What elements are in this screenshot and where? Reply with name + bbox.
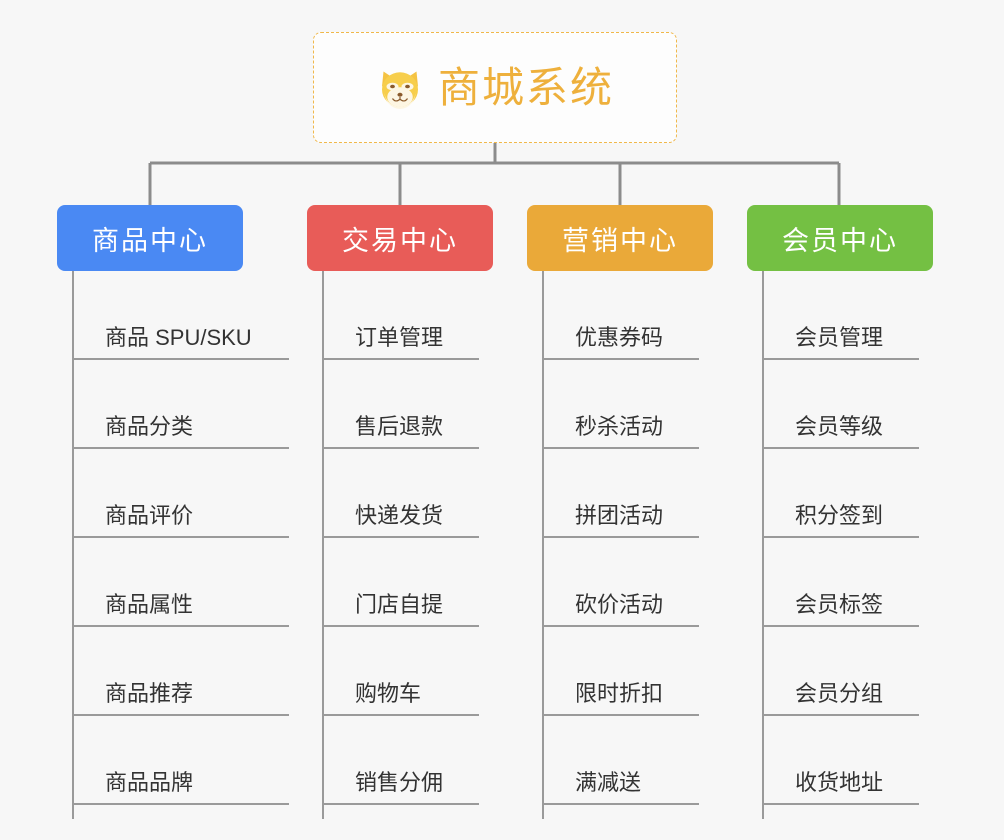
leaf-label: 商品品牌 bbox=[105, 770, 194, 795]
leaf-label: 商品属性 bbox=[105, 592, 194, 617]
branch-trunk-4 bbox=[762, 271, 764, 819]
branch-column-marketing-center: 营销中心 优惠券码 秒杀活动 拼团活动 砍价活动 限时折扣 满减送 bbox=[527, 205, 713, 805]
branch-column-member-center: 会员中心 会员管理 会员等级 积分签到 会员标签 会员分组 收货地址 bbox=[747, 205, 933, 805]
leaf-list-member-center: 会员管理 会员等级 积分签到 会员标签 会员分组 收货地址 bbox=[762, 271, 919, 805]
leaf-item[interactable]: 商品 SPU/SKU bbox=[72, 271, 289, 360]
leaf-item[interactable]: 商品品牌 bbox=[72, 716, 289, 805]
leaf-label: 会员等级 bbox=[795, 414, 884, 439]
branch-header-member-center[interactable]: 会员中心 bbox=[747, 205, 933, 271]
leaf-label: 售后退款 bbox=[355, 414, 444, 439]
leaf-label: 积分签到 bbox=[795, 503, 884, 528]
leaf-label: 商品推荐 bbox=[105, 681, 194, 706]
leaf-label: 销售分佣 bbox=[355, 770, 444, 795]
leaf-item[interactable]: 销售分佣 bbox=[322, 716, 479, 805]
leaf-label: 快递发货 bbox=[355, 503, 444, 528]
leaf-label: 商品 SPU/SKU bbox=[105, 325, 252, 350]
leaf-item[interactable]: 商品推荐 bbox=[72, 627, 289, 716]
branch-header-product-center[interactable]: 商品中心 bbox=[57, 205, 243, 271]
leaf-label: 购物车 bbox=[355, 681, 422, 706]
leaf-item[interactable]: 会员分组 bbox=[762, 627, 919, 716]
leaf-label: 砍价活动 bbox=[575, 592, 664, 617]
branch-column-product-center: 商品中心 商品 SPU/SKU 商品分类 商品评价 商品属性 商品推荐 商品品牌 bbox=[57, 205, 289, 805]
leaf-label: 会员分组 bbox=[795, 681, 884, 706]
leaf-label: 商品分类 bbox=[105, 414, 194, 439]
branch-header-trade-center[interactable]: 交易中心 bbox=[307, 205, 493, 271]
leaf-label: 门店自提 bbox=[355, 592, 444, 617]
leaf-item[interactable]: 会员管理 bbox=[762, 271, 919, 360]
leaf-item[interactable]: 商品评价 bbox=[72, 449, 289, 538]
leaf-item[interactable]: 满减送 bbox=[542, 716, 699, 805]
leaf-label: 收货地址 bbox=[795, 770, 884, 795]
leaf-item[interactable]: 秒杀活动 bbox=[542, 360, 699, 449]
root-title: 商城系统 bbox=[437, 63, 614, 111]
leaf-item[interactable]: 门店自提 bbox=[322, 538, 479, 627]
leaf-label: 拼团活动 bbox=[575, 503, 664, 528]
leaf-list-marketing-center: 优惠券码 秒杀活动 拼团活动 砍价活动 限时折扣 满减送 bbox=[542, 271, 699, 805]
shiba-dog-face-icon bbox=[381, 71, 418, 109]
leaf-item[interactable]: 会员标签 bbox=[762, 538, 919, 627]
leaf-item[interactable]: 订单管理 bbox=[322, 271, 479, 360]
branch-trunk-2 bbox=[322, 271, 324, 819]
leaf-item[interactable]: 商品属性 bbox=[72, 538, 289, 627]
leaf-list-product-center: 商品 SPU/SKU 商品分类 商品评价 商品属性 商品推荐 商品品牌 bbox=[72, 271, 289, 805]
leaf-label: 优惠券码 bbox=[575, 325, 664, 350]
leaf-item[interactable]: 购物车 bbox=[322, 627, 479, 716]
root-node[interactable]: 商城系统 bbox=[313, 32, 677, 143]
branch-trunk-1 bbox=[72, 271, 74, 819]
branch-column-trade-center: 交易中心 订单管理 售后退款 快递发货 门店自提 购物车 销售分佣 bbox=[307, 205, 493, 805]
leaf-label: 满减送 bbox=[575, 770, 642, 795]
leaf-item[interactable]: 售后退款 bbox=[322, 360, 479, 449]
leaf-label: 限时折扣 bbox=[575, 681, 664, 706]
leaf-item[interactable]: 砍价活动 bbox=[542, 538, 699, 627]
leaf-label: 订单管理 bbox=[355, 325, 444, 350]
leaf-item[interactable]: 商品分类 bbox=[72, 360, 289, 449]
leaf-item[interactable]: 会员等级 bbox=[762, 360, 919, 449]
leaf-label: 商品评价 bbox=[105, 503, 194, 528]
leaf-list-trade-center: 订单管理 售后退款 快递发货 门店自提 购物车 销售分佣 bbox=[322, 271, 479, 805]
leaf-item[interactable]: 拼团活动 bbox=[542, 449, 699, 538]
leaf-item[interactable]: 限时折扣 bbox=[542, 627, 699, 716]
leaf-item[interactable]: 积分签到 bbox=[762, 449, 919, 538]
leaf-item[interactable]: 收货地址 bbox=[762, 716, 919, 805]
leaf-item[interactable]: 快递发货 bbox=[322, 449, 479, 538]
leaf-label: 秒杀活动 bbox=[575, 414, 664, 439]
leaf-item[interactable]: 优惠券码 bbox=[542, 271, 699, 360]
branch-trunk-3 bbox=[542, 271, 544, 819]
leaf-label: 会员标签 bbox=[795, 592, 884, 617]
leaf-label: 会员管理 bbox=[795, 325, 884, 350]
branch-header-marketing-center[interactable]: 营销中心 bbox=[527, 205, 713, 271]
